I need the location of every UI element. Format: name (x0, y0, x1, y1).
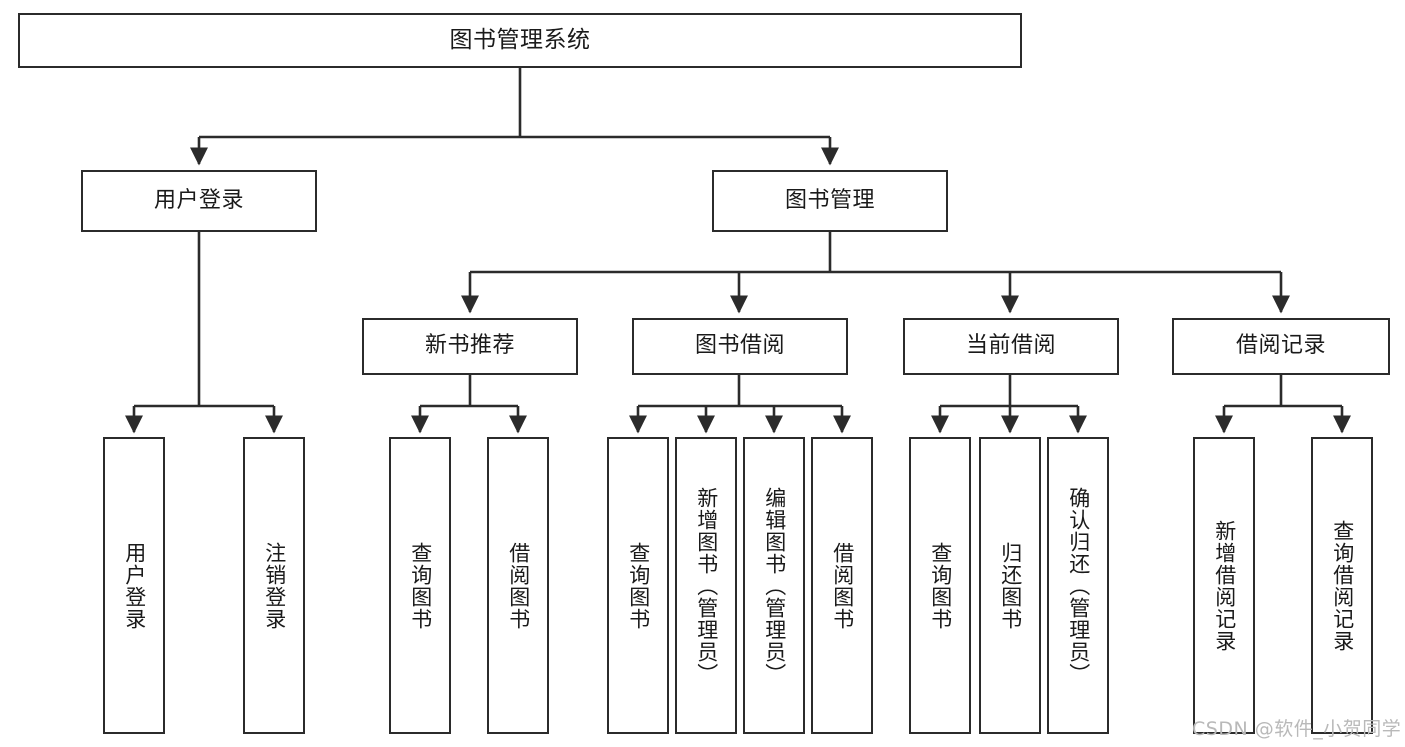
node-leaf-confirm-return-admin[interactable]: 确认归还（管理员） (1047, 437, 1109, 734)
node-borrow-record-label: 借阅记录 (1235, 333, 1326, 359)
node-leaf-return-book-label: 归还图书 (998, 541, 1023, 630)
node-current-borrow-label: 当前借阅 (965, 333, 1056, 359)
node-leaf-logout-login[interactable]: 注销登录 (243, 437, 305, 734)
node-leaf-query-borrow-record-label: 查询借阅记录 (1330, 519, 1355, 652)
node-leaf-add-book-admin-label: 新增图书（管理员） (694, 486, 719, 685)
node-root-system-label: 图书管理系统 (449, 26, 591, 53)
node-leaf-edit-book-admin-label: 编辑图书（管理员） (762, 486, 787, 685)
node-book-management[interactable]: 图书管理 (712, 170, 948, 232)
node-leaf-borrow-book-2-label: 借阅图书 (830, 541, 855, 630)
node-book-borrow-label: 图书借阅 (694, 333, 785, 359)
node-leaf-user-login[interactable]: 用户登录 (103, 437, 165, 734)
node-leaf-borrow-book-1-label: 借阅图书 (506, 541, 531, 630)
node-leaf-query-book-2[interactable]: 查询图书 (607, 437, 669, 734)
node-leaf-confirm-return-admin-label: 确认归还（管理员） (1066, 486, 1091, 685)
node-new-book-recommend[interactable]: 新书推荐 (362, 318, 578, 375)
node-leaf-query-borrow-record[interactable]: 查询借阅记录 (1311, 437, 1373, 734)
node-book-borrow[interactable]: 图书借阅 (632, 318, 848, 375)
node-leaf-query-book-1[interactable]: 查询图书 (389, 437, 451, 734)
node-leaf-borrow-book-1[interactable]: 借阅图书 (487, 437, 549, 734)
node-leaf-user-login-label: 用户登录 (122, 541, 147, 630)
node-leaf-query-book-3[interactable]: 查询图书 (909, 437, 971, 734)
node-user-login[interactable]: 用户登录 (81, 170, 317, 232)
node-leaf-return-book[interactable]: 归还图书 (979, 437, 1041, 734)
node-user-login-label: 用户登录 (153, 187, 244, 213)
node-leaf-borrow-book-2[interactable]: 借阅图书 (811, 437, 873, 734)
node-leaf-query-book-3-label: 查询图书 (928, 541, 953, 630)
node-current-borrow[interactable]: 当前借阅 (903, 318, 1119, 375)
node-leaf-add-book-admin[interactable]: 新增图书（管理员） (675, 437, 737, 734)
node-borrow-record[interactable]: 借阅记录 (1172, 318, 1390, 375)
node-leaf-logout-login-label: 注销登录 (262, 541, 287, 630)
node-leaf-query-book-2-label: 查询图书 (626, 541, 651, 630)
node-book-management-label: 图书管理 (784, 187, 875, 213)
node-leaf-add-borrow-record-label: 新增借阅记录 (1212, 519, 1237, 652)
node-new-book-recommend-label: 新书推荐 (424, 333, 515, 359)
node-leaf-query-book-1-label: 查询图书 (408, 541, 433, 630)
node-root-system[interactable]: 图书管理系统 (18, 13, 1022, 68)
node-leaf-add-borrow-record[interactable]: 新增借阅记录 (1193, 437, 1255, 734)
node-leaf-edit-book-admin[interactable]: 编辑图书（管理员） (743, 437, 805, 734)
